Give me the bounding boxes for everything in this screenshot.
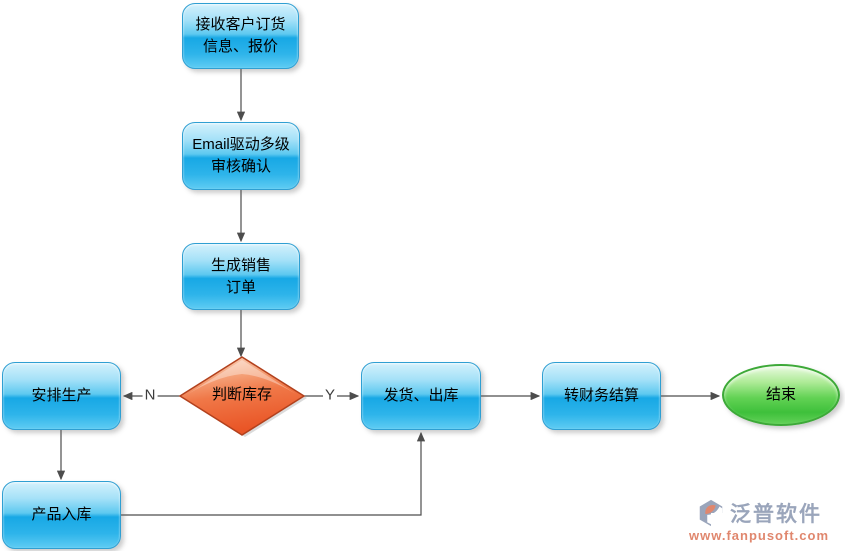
node-email-review: Email驱动多级 审核确认 xyxy=(182,122,300,190)
node-check-stock-shape xyxy=(178,356,307,437)
node-arrange-production: 安排生产 xyxy=(2,362,121,430)
node-receive-order-info: 接收客户订货 信息、报价 xyxy=(182,3,299,69)
node-product-inbound: 产品入库 xyxy=(2,481,121,549)
branch-label-no: N xyxy=(142,386,158,404)
node-finance-settlement: 转财务结算 xyxy=(542,362,661,430)
fanpu-logo: 泛普软件 www.fanpusoft.com xyxy=(679,498,839,543)
node-ship-outbound: 发货、出库 xyxy=(361,362,481,430)
node-end: 结束 xyxy=(722,364,840,426)
edge-inbound-to-ship xyxy=(121,431,426,516)
branch-label-yes: Y xyxy=(322,386,338,404)
node-create-sales-order: 生成销售 订单 xyxy=(182,243,300,310)
fanpu-logo-icon xyxy=(699,499,723,527)
fanpu-logo-url: www.fanpusoft.com xyxy=(688,528,830,543)
fanpu-logo-text: 泛普软件 xyxy=(730,503,822,526)
